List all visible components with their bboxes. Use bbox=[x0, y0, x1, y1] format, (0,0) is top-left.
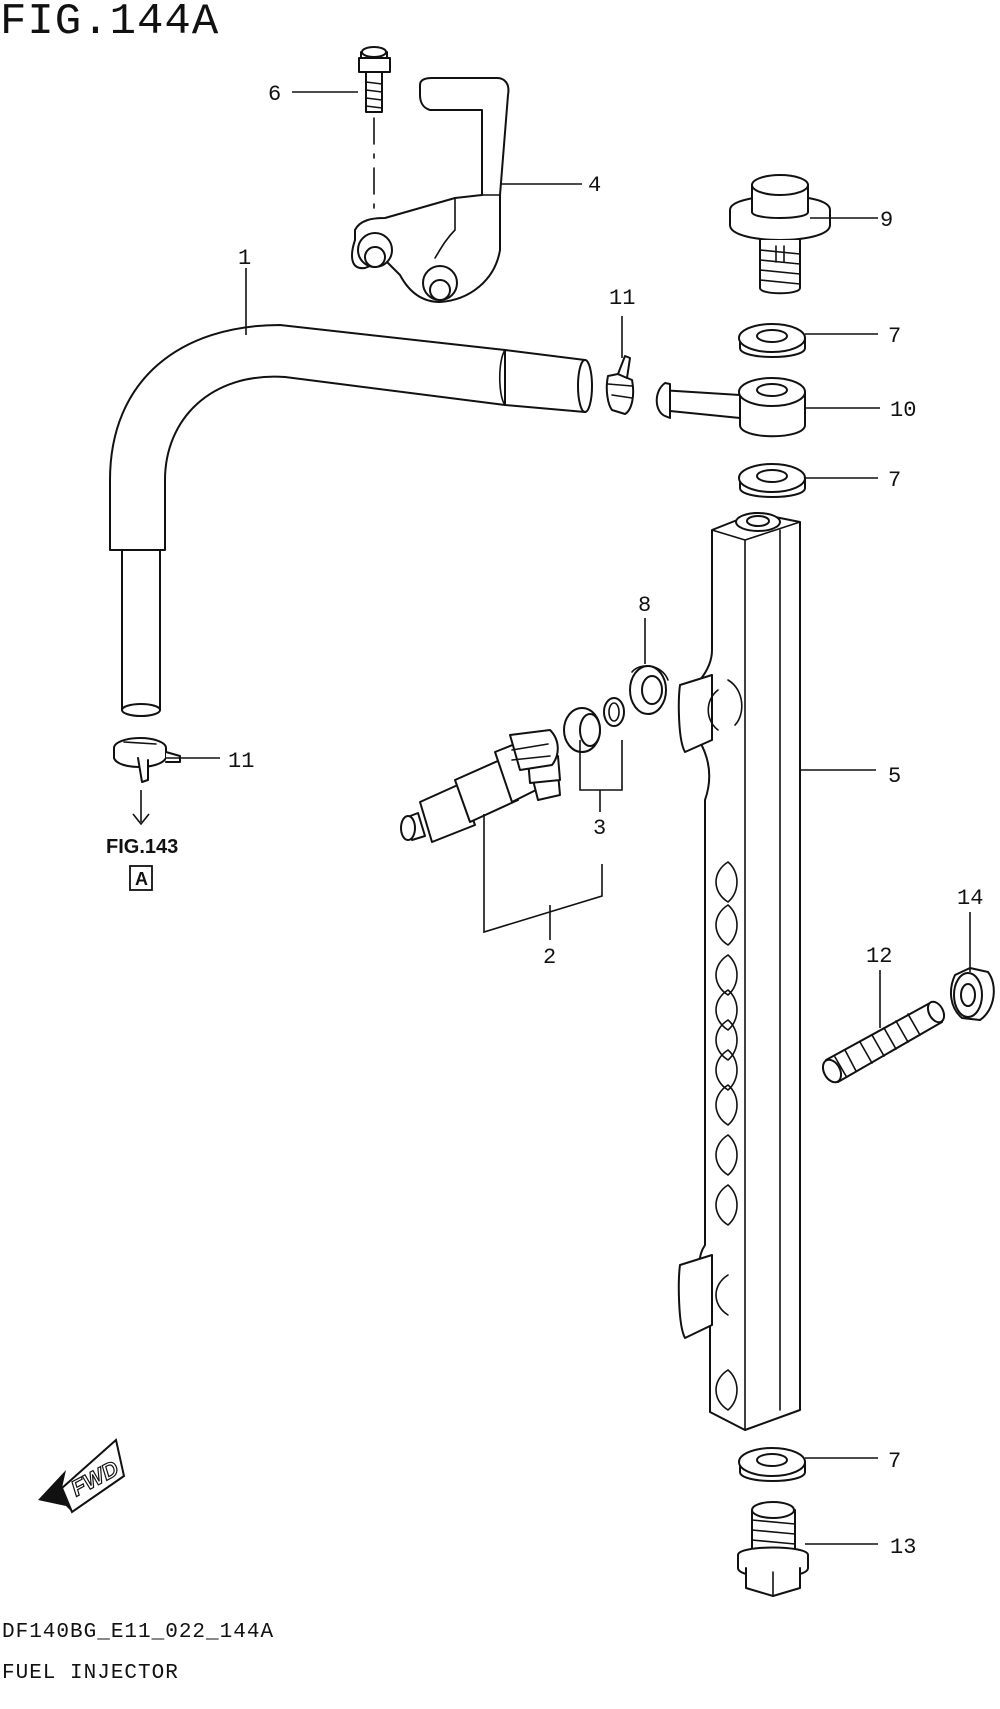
part-8-seal[interactable] bbox=[629, 665, 669, 715]
callout-13: 13 bbox=[890, 1535, 916, 1560]
callout-11-lower: 11 bbox=[228, 749, 254, 774]
reference-box-label: A bbox=[135, 869, 148, 889]
figure-title: FIG.144A bbox=[0, 0, 220, 47]
callout-7-upper: 7 bbox=[888, 324, 901, 349]
drawing-name: FUEL INJECTOR bbox=[2, 1662, 179, 1685]
callout-8: 8 bbox=[638, 593, 651, 618]
part-7-washer-lower[interactable] bbox=[738, 1447, 806, 1482]
callout-3: 3 bbox=[593, 816, 606, 841]
part-11-clip-lower[interactable] bbox=[113, 737, 181, 783]
part-1-fuel-hose[interactable] bbox=[109, 324, 593, 717]
part-4-bracket[interactable] bbox=[351, 77, 510, 303]
part-12-stud[interactable] bbox=[819, 999, 947, 1085]
part-2-fuel-injector[interactable] bbox=[400, 729, 561, 843]
reference-fig-label[interactable]: FIG.143 bbox=[106, 836, 178, 858]
callout-2: 2 bbox=[543, 945, 556, 970]
callout-7-lower: 7 bbox=[888, 1449, 901, 1474]
figure-reference[interactable]: FIG.143 A bbox=[106, 836, 178, 891]
callout-12: 12 bbox=[866, 944, 892, 969]
part-6-bolt[interactable] bbox=[358, 46, 391, 211]
part-10-union-fitting[interactable] bbox=[655, 377, 806, 438]
part-9-union-bolt[interactable] bbox=[729, 174, 831, 295]
callout-11-upper: 11 bbox=[609, 286, 635, 311]
callout-9: 9 bbox=[880, 208, 893, 233]
part-7-washer-upper[interactable] bbox=[738, 323, 806, 358]
callout-numbers: 1 2 3 4 5 6 7 7 7 8 9 10 11 11 12 13 14 bbox=[228, 82, 983, 1560]
reference-box bbox=[129, 865, 153, 891]
callout-7-middle: 7 bbox=[888, 468, 901, 493]
forward-direction-indicator: FWD bbox=[38, 1438, 126, 1514]
callout-4: 4 bbox=[588, 173, 601, 198]
drawing-code: DF140BG_E11_022_144A bbox=[2, 1621, 275, 1644]
part-13-plug-bolt[interactable] bbox=[737, 1501, 809, 1597]
leader-lines bbox=[132, 91, 971, 1545]
callout-6: 6 bbox=[268, 82, 281, 107]
part-14-nut[interactable] bbox=[949, 967, 995, 1021]
callout-5: 5 bbox=[888, 764, 901, 789]
part-5-fuel-rail[interactable] bbox=[677, 512, 801, 1431]
part-11-clip-upper[interactable] bbox=[605, 355, 635, 415]
part-3-o-ring-set[interactable] bbox=[563, 697, 625, 753]
part-7-washer-middle[interactable] bbox=[738, 463, 806, 498]
callout-14: 14 bbox=[957, 886, 983, 911]
callout-10: 10 bbox=[890, 398, 916, 423]
callout-1: 1 bbox=[238, 246, 251, 271]
